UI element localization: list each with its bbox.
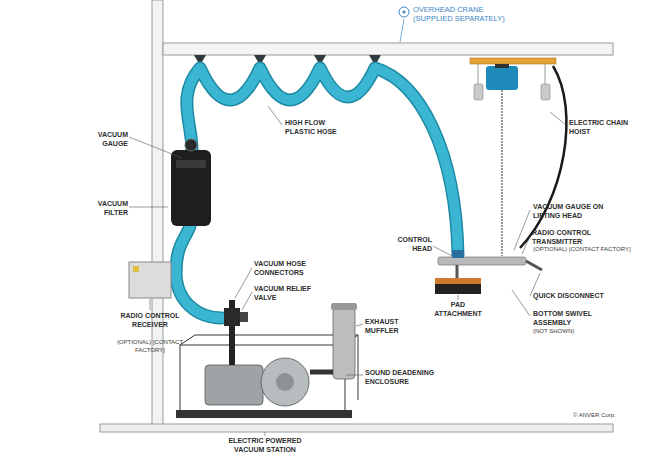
- callout-label: OVERHEAD CRANE (SUPPLIED SEPARATELY): [413, 5, 525, 23]
- callout-label: BOTTOM SWIVEL ASSEMBLY: [533, 310, 613, 327]
- callout-label: VACUUM GAUGE ON LIFTING HEAD: [533, 203, 613, 220]
- callout-label: VACUUM FILTER: [76, 200, 128, 217]
- callout-label: VACUUM GAUGE: [78, 131, 128, 148]
- callout-label: ELECTRIC POWERED VACUUM STATION: [225, 437, 305, 454]
- callout-label: EXHAUST MUFFLER: [365, 318, 425, 335]
- callout-label: VACUUM HOSE CONNECTORS: [254, 260, 324, 277]
- callout-label: VACUUM RELIEF VALVE: [254, 285, 314, 302]
- callout-label: QUICK DISCONNECT: [533, 292, 623, 301]
- callout-label: RADIO CONTROL RECEIVER: [110, 312, 190, 329]
- note-label: (OPTIONAL) [CONTACT FACTORY]: [533, 246, 633, 254]
- callout-label: PAD ATTACHMENT: [428, 301, 488, 318]
- note-label: (NOT SHOWN): [533, 328, 613, 336]
- callout-label: ELECTRIC CHAIN HOIST: [569, 119, 629, 136]
- callout-label: RADIO CONTROL TRANSMITTER: [532, 229, 642, 246]
- note-label: (OPTIONAL) [CONTACT FACTORY]: [105, 339, 195, 354]
- callout-label: HIGH FLOW PLASTIC HOSE: [285, 119, 345, 136]
- copyright-label: © ANVER Corp.: [573, 412, 639, 420]
- callout-label: SOUND DEADENING ENCLOSURE: [365, 369, 445, 386]
- callout-label: CONTROL HEAD: [388, 236, 432, 253]
